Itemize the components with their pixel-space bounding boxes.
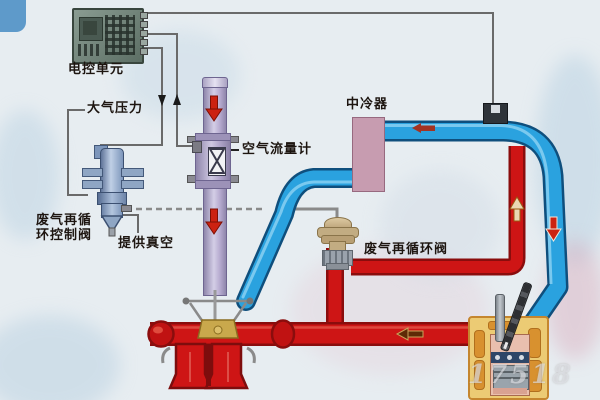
wire-air-flow-meter-to-ecu (140, 33, 195, 147)
engine-block (468, 316, 549, 400)
meter-flange-top (196, 134, 230, 141)
valve-fin (121, 180, 144, 189)
piston (493, 365, 529, 390)
air-tube-lower (203, 184, 227, 296)
meter-sensor-window (208, 147, 226, 176)
charge-air-left-arrow-icon (412, 123, 435, 133)
exhaust-flow-left-arrow-icon (395, 327, 424, 341)
label-egr-control-valve: 废气再循 环控制阀 (36, 213, 92, 243)
egr-valve (315, 212, 359, 270)
air-tube-cap (202, 77, 228, 88)
throttle-body (182, 290, 254, 339)
air-flow-meter-plug (192, 141, 202, 153)
label-egr-control-valve-line2: 环控制阀 (36, 228, 93, 243)
blue-pipe-from-intercooler-outline (383, 120, 569, 344)
label-provide-vacuum: 提供真空 (118, 236, 175, 251)
wire-arrow-down-icon (158, 95, 166, 106)
label-air-flow-meter: 空气流量计 (242, 142, 313, 157)
map-sensor-notch (491, 105, 500, 113)
ecu-chip-core (83, 21, 97, 35)
crank-area (493, 388, 527, 394)
blue-pipe-highlight (241, 180, 354, 299)
egr-control-valve (80, 142, 144, 237)
blue-pipe-from-intercooler (383, 123, 566, 343)
egr-flow-up-arrow-icon (509, 196, 525, 222)
corner-map-shape (0, 0, 26, 32)
engine-valve-stem (495, 294, 505, 342)
label-atmospheric-pressure: 大气压力 (87, 101, 144, 116)
valve-nozzle-cone (100, 215, 124, 237)
ecu-pad-grid (105, 15, 135, 55)
wire-ecu-to-map-sensor (120, 12, 494, 106)
label-egr-control-valve-line1: 废气再循 (36, 213, 93, 228)
valve-side-nipple (121, 205, 132, 212)
valve-fin (121, 168, 144, 177)
ecu-connector-pins (140, 12, 148, 56)
exhaust-pipe-end-cap (147, 320, 175, 348)
air-flow-down-arrow-icon (205, 95, 223, 122)
label-ecu: 电控单元 (68, 62, 125, 77)
engine-slot (474, 360, 485, 390)
egr-riser-pipe (351, 146, 523, 273)
meter-flange-bottom (196, 180, 230, 188)
combustion-chamber (490, 334, 530, 396)
label-intercooler: 中冷器 (346, 97, 389, 112)
exhaust-downpipe-right (204, 342, 249, 390)
downpipe-split (206, 344, 211, 386)
label-egr-valve: 废气再循环阀 (364, 242, 449, 257)
map-sensor (483, 103, 508, 124)
intercooler-block (352, 117, 385, 192)
blue-pipe-highlight-2 (383, 124, 553, 285)
valve-band (491, 352, 529, 363)
watermark-text: 17518 (468, 360, 574, 390)
valve-fin (82, 180, 103, 189)
ecu-pad-row (78, 44, 102, 56)
meter-vane-icon (208, 148, 226, 174)
charge-air-down-arrow-icon (545, 216, 562, 242)
egr-valve-foot (326, 263, 349, 270)
engine-slot (474, 330, 485, 358)
air-flow-down-arrow-icon (205, 208, 223, 235)
prong-bracket-right (246, 346, 256, 364)
exhaust-pipe-ball-joint (270, 319, 296, 349)
ecu-board (72, 8, 144, 64)
downpipe-highlight (189, 352, 229, 382)
valve-fin (82, 168, 103, 177)
egr-valve-base (322, 250, 353, 266)
atmospheric-pressure-line (67, 109, 88, 196)
prong-bracket-left (161, 346, 171, 364)
wire-arrow-up-icon (173, 94, 181, 105)
end-cap-highlight (153, 326, 163, 334)
